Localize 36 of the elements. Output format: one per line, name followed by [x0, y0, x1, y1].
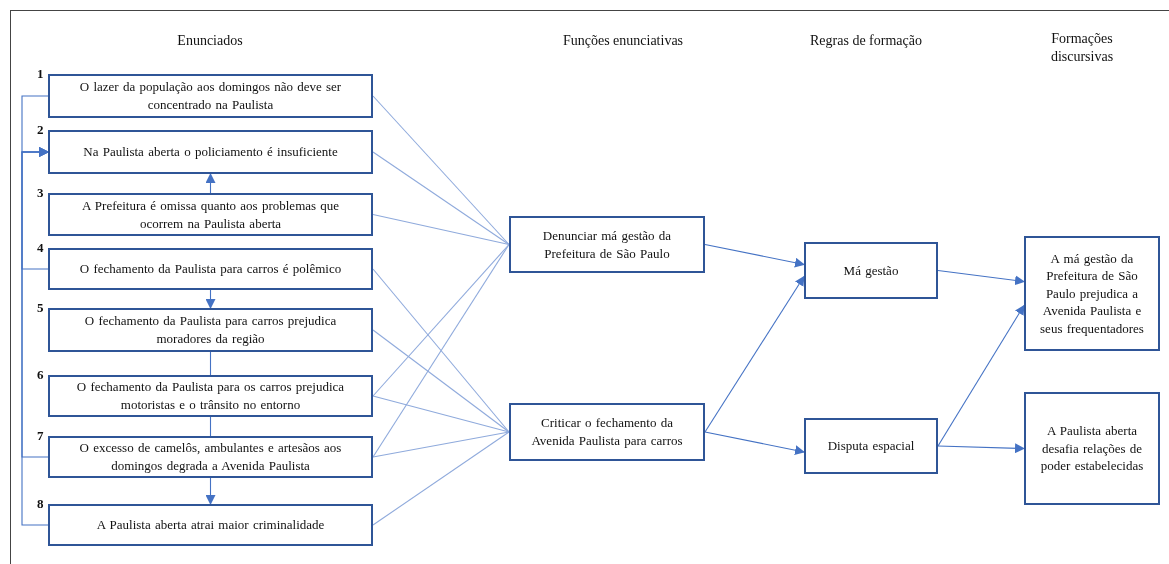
connector-arrow: [205, 289, 216, 309]
item-number: 2: [37, 122, 44, 138]
column-heading: Formações discursivas: [1049, 30, 1115, 67]
connector-arrow: [205, 173, 216, 194]
item-number: 1: [37, 66, 44, 82]
connector-arrow: [937, 304, 1025, 447]
statement-box: O fechamento da Paulista para os carros prejudica motoristas e o trânsito no entorno: [48, 375, 373, 417]
connector-arrow: [21, 147, 49, 526]
item-number: 4: [37, 240, 44, 256]
statement-box: Disputa espacial: [804, 418, 938, 474]
statement-box: A Paulista aberta desafia relações de poder estabelecidas: [1024, 392, 1160, 505]
statement-box: A má gestão da Prefeitura de São Paulo prejudica a Avenida Paulista e seus frequentadores: [1024, 236, 1160, 351]
item-number: 5: [37, 300, 44, 316]
connector-arrow: [937, 269, 1025, 286]
connector-arrow: [704, 275, 805, 433]
statement-box: Criticar o fechamento da Avenida Paulista para carros: [509, 403, 705, 461]
statement-box: O fechamento da Paulista para carros é polêmico: [48, 248, 373, 290]
connector-arrow: [937, 443, 1025, 454]
statement-box: O lazer da população aos domingos não deve ser concentrado na Paulista: [48, 74, 373, 118]
statement-box: A Prefeitura é omissa quanto aos problemas que ocorrem na Paulista aberta: [48, 193, 373, 236]
statement-box: Denunciar má gestão da Prefeitura de São Paulo: [509, 216, 705, 273]
item-number: 3: [37, 185, 44, 201]
column-heading: Regras de formação: [809, 32, 923, 50]
statement-box: Má gestão: [804, 242, 938, 299]
item-number: 7: [37, 428, 44, 444]
column-heading: Funções enunciativas: [561, 32, 685, 50]
item-number: 8: [37, 496, 44, 512]
column-heading: Enunciados: [176, 32, 244, 50]
connector-arrow: [704, 431, 805, 456]
statement-box: O excesso de camelôs, ambulantes e artesãos aos domingos degrada a Avenida Paulista: [48, 436, 373, 478]
connector-arrow: [704, 243, 805, 268]
connector-arrow: [205, 477, 216, 505]
statement-box: A Paulista aberta atrai maior criminalidade: [48, 504, 373, 546]
item-number: 6: [37, 367, 44, 383]
statement-box: Na Paulista aberta o policiamento é insuficiente: [48, 130, 373, 174]
statement-box: O fechamento da Paulista para carros prejudica moradores da região: [48, 308, 373, 352]
